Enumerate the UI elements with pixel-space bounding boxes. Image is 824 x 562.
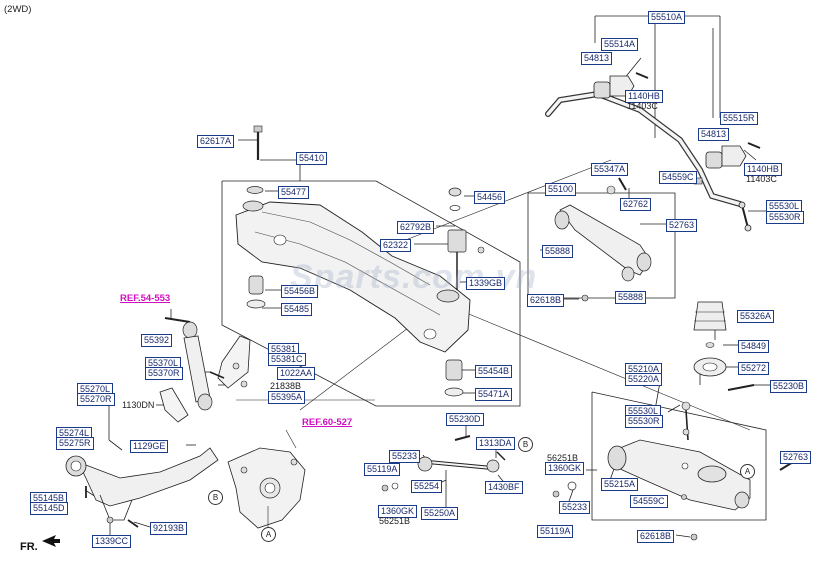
part-label-54456[interactable]: 54456 [474, 191, 506, 204]
part-label-21838B: 21838B [270, 381, 302, 391]
part-label-55530R-bottom[interactable]: 55530R [625, 415, 663, 428]
part-label-1130DN: 1130DN [122, 400, 155, 410]
part-label-54813-right[interactable]: 54813 [698, 128, 730, 141]
part-label-55888-left[interactable]: 55888 [542, 245, 574, 258]
part-label-1140HB-left[interactable]: 1140HB [625, 90, 663, 103]
part-label-55477[interactable]: 55477 [278, 186, 310, 199]
part-label-56251B-right: 56251B [547, 453, 579, 463]
part-label-55233-right[interactable]: 55233 [559, 501, 591, 514]
front-direction-label: FR. [20, 541, 38, 553]
part-label-55119A-left[interactable]: 55119A [364, 463, 401, 476]
part-label-11403C-right: 11403C [746, 174, 777, 184]
part-label-56251B-left: 56251B [379, 516, 411, 526]
part-label-1339GB[interactable]: 1339GB [466, 277, 506, 290]
part-label-55392[interactable]: 55392 [141, 334, 173, 347]
part-label-55326A[interactable]: 55326A [737, 310, 775, 323]
part-label-55254[interactable]: 55254 [411, 480, 443, 493]
part-label-54849[interactable]: 54849 [738, 340, 770, 353]
part-label-62322[interactable]: 62322 [380, 239, 412, 252]
part-label-55275R[interactable]: 55275R [56, 437, 94, 450]
callout-b-left: B [208, 490, 223, 505]
upper-arm-shape [559, 204, 651, 276]
part-label-55230D[interactable]: 55230D [446, 413, 484, 426]
part-label-55119A-right[interactable]: 55119A [537, 525, 574, 538]
part-label-54559C-bottom[interactable]: 54559C [630, 495, 668, 508]
part-label-62617A[interactable]: 62617A [197, 135, 235, 148]
part-label-55347A[interactable]: 55347A [591, 163, 629, 176]
bump-stopper-shape [693, 301, 727, 331]
part-label-55233-left[interactable]: 55233 [389, 450, 421, 463]
drive-type-label: (2WD) [4, 4, 32, 15]
part-label-54559C-top[interactable]: 54559C [659, 171, 697, 184]
part-label-55100[interactable]: 55100 [545, 183, 577, 196]
part-label-52763-top[interactable]: 52763 [666, 219, 698, 232]
lower-arm-group-frame [591, 391, 767, 521]
part-label-1360GK-left[interactable]: 1360GK [378, 505, 418, 518]
part-label-1022AA[interactable]: 1022AA [277, 367, 316, 380]
ref-link-knuckle[interactable]: REF.60-527 [302, 417, 353, 428]
part-label-55471A[interactable]: 55471A [475, 388, 513, 401]
part-label-1140HB-right[interactable]: 1140HB [744, 163, 782, 176]
part-label-55215A[interactable]: 55215A [601, 478, 639, 491]
part-label-1339CC[interactable]: 1339CC [92, 535, 132, 548]
part-label-55456B[interactable]: 55456B [281, 285, 319, 298]
part-label-55510A[interactable]: 55510A [648, 11, 686, 24]
part-label-55454B[interactable]: 55454B [475, 365, 513, 378]
part-label-55370R[interactable]: 55370R [145, 367, 183, 380]
part-label-1360GK-right[interactable]: 1360GK [545, 462, 585, 475]
callout-b-right: B [518, 437, 533, 452]
part-label-1430BF[interactable]: 1430BF [485, 481, 523, 494]
part-label-55515R[interactable]: 55515R [720, 112, 758, 125]
part-label-55230B[interactable]: 55230B [770, 380, 808, 393]
part-label-55272[interactable]: 55272 [738, 362, 770, 375]
part-label-55395A[interactable]: 55395A [268, 391, 306, 404]
part-label-55220A[interactable]: 55220A [625, 373, 663, 386]
callout-a-left: A [261, 527, 276, 542]
crossmember-shape [235, 201, 471, 353]
part-label-55410[interactable]: 55410 [296, 152, 328, 165]
part-label-52763-bottom[interactable]: 52763 [780, 451, 812, 464]
upper-arm-group-frame [527, 192, 676, 299]
part-label-55250A[interactable]: 55250A [421, 507, 459, 520]
part-label-54813-left[interactable]: 54813 [581, 52, 613, 65]
part-label-55530R-top[interactable]: 55530R [766, 211, 804, 224]
callout-a-right: A [740, 464, 755, 479]
part-label-55381C[interactable]: 55381C [268, 353, 306, 366]
part-label-55514A[interactable]: 55514A [601, 38, 639, 51]
part-label-55145D[interactable]: 55145D [30, 502, 68, 515]
part-label-1313DA[interactable]: 1313DA [476, 437, 515, 450]
ref-link-shock[interactable]: REF.54-553 [120, 293, 171, 304]
part-label-55888-right[interactable]: 55888 [615, 291, 647, 304]
part-label-62762[interactable]: 62762 [620, 198, 652, 211]
part-label-92193B[interactable]: 92193B [150, 522, 188, 535]
part-label-62792B[interactable]: 62792B [397, 221, 435, 234]
part-label-62618B-top[interactable]: 62618B [527, 294, 565, 307]
front-arrow-shape [42, 535, 60, 547]
crossmember-group-frame [221, 180, 521, 407]
part-label-62618B-bottom[interactable]: 62618B [637, 530, 675, 543]
part-label-11403C-left: 11403C [627, 101, 658, 111]
shock-absorber-shape [183, 335, 211, 403]
part-label-1129GE[interactable]: 1129GE [130, 440, 169, 453]
trailing-arm-shape [77, 447, 219, 507]
part-label-55485[interactable]: 55485 [281, 303, 313, 316]
part-label-55270R[interactable]: 55270R [77, 393, 115, 406]
